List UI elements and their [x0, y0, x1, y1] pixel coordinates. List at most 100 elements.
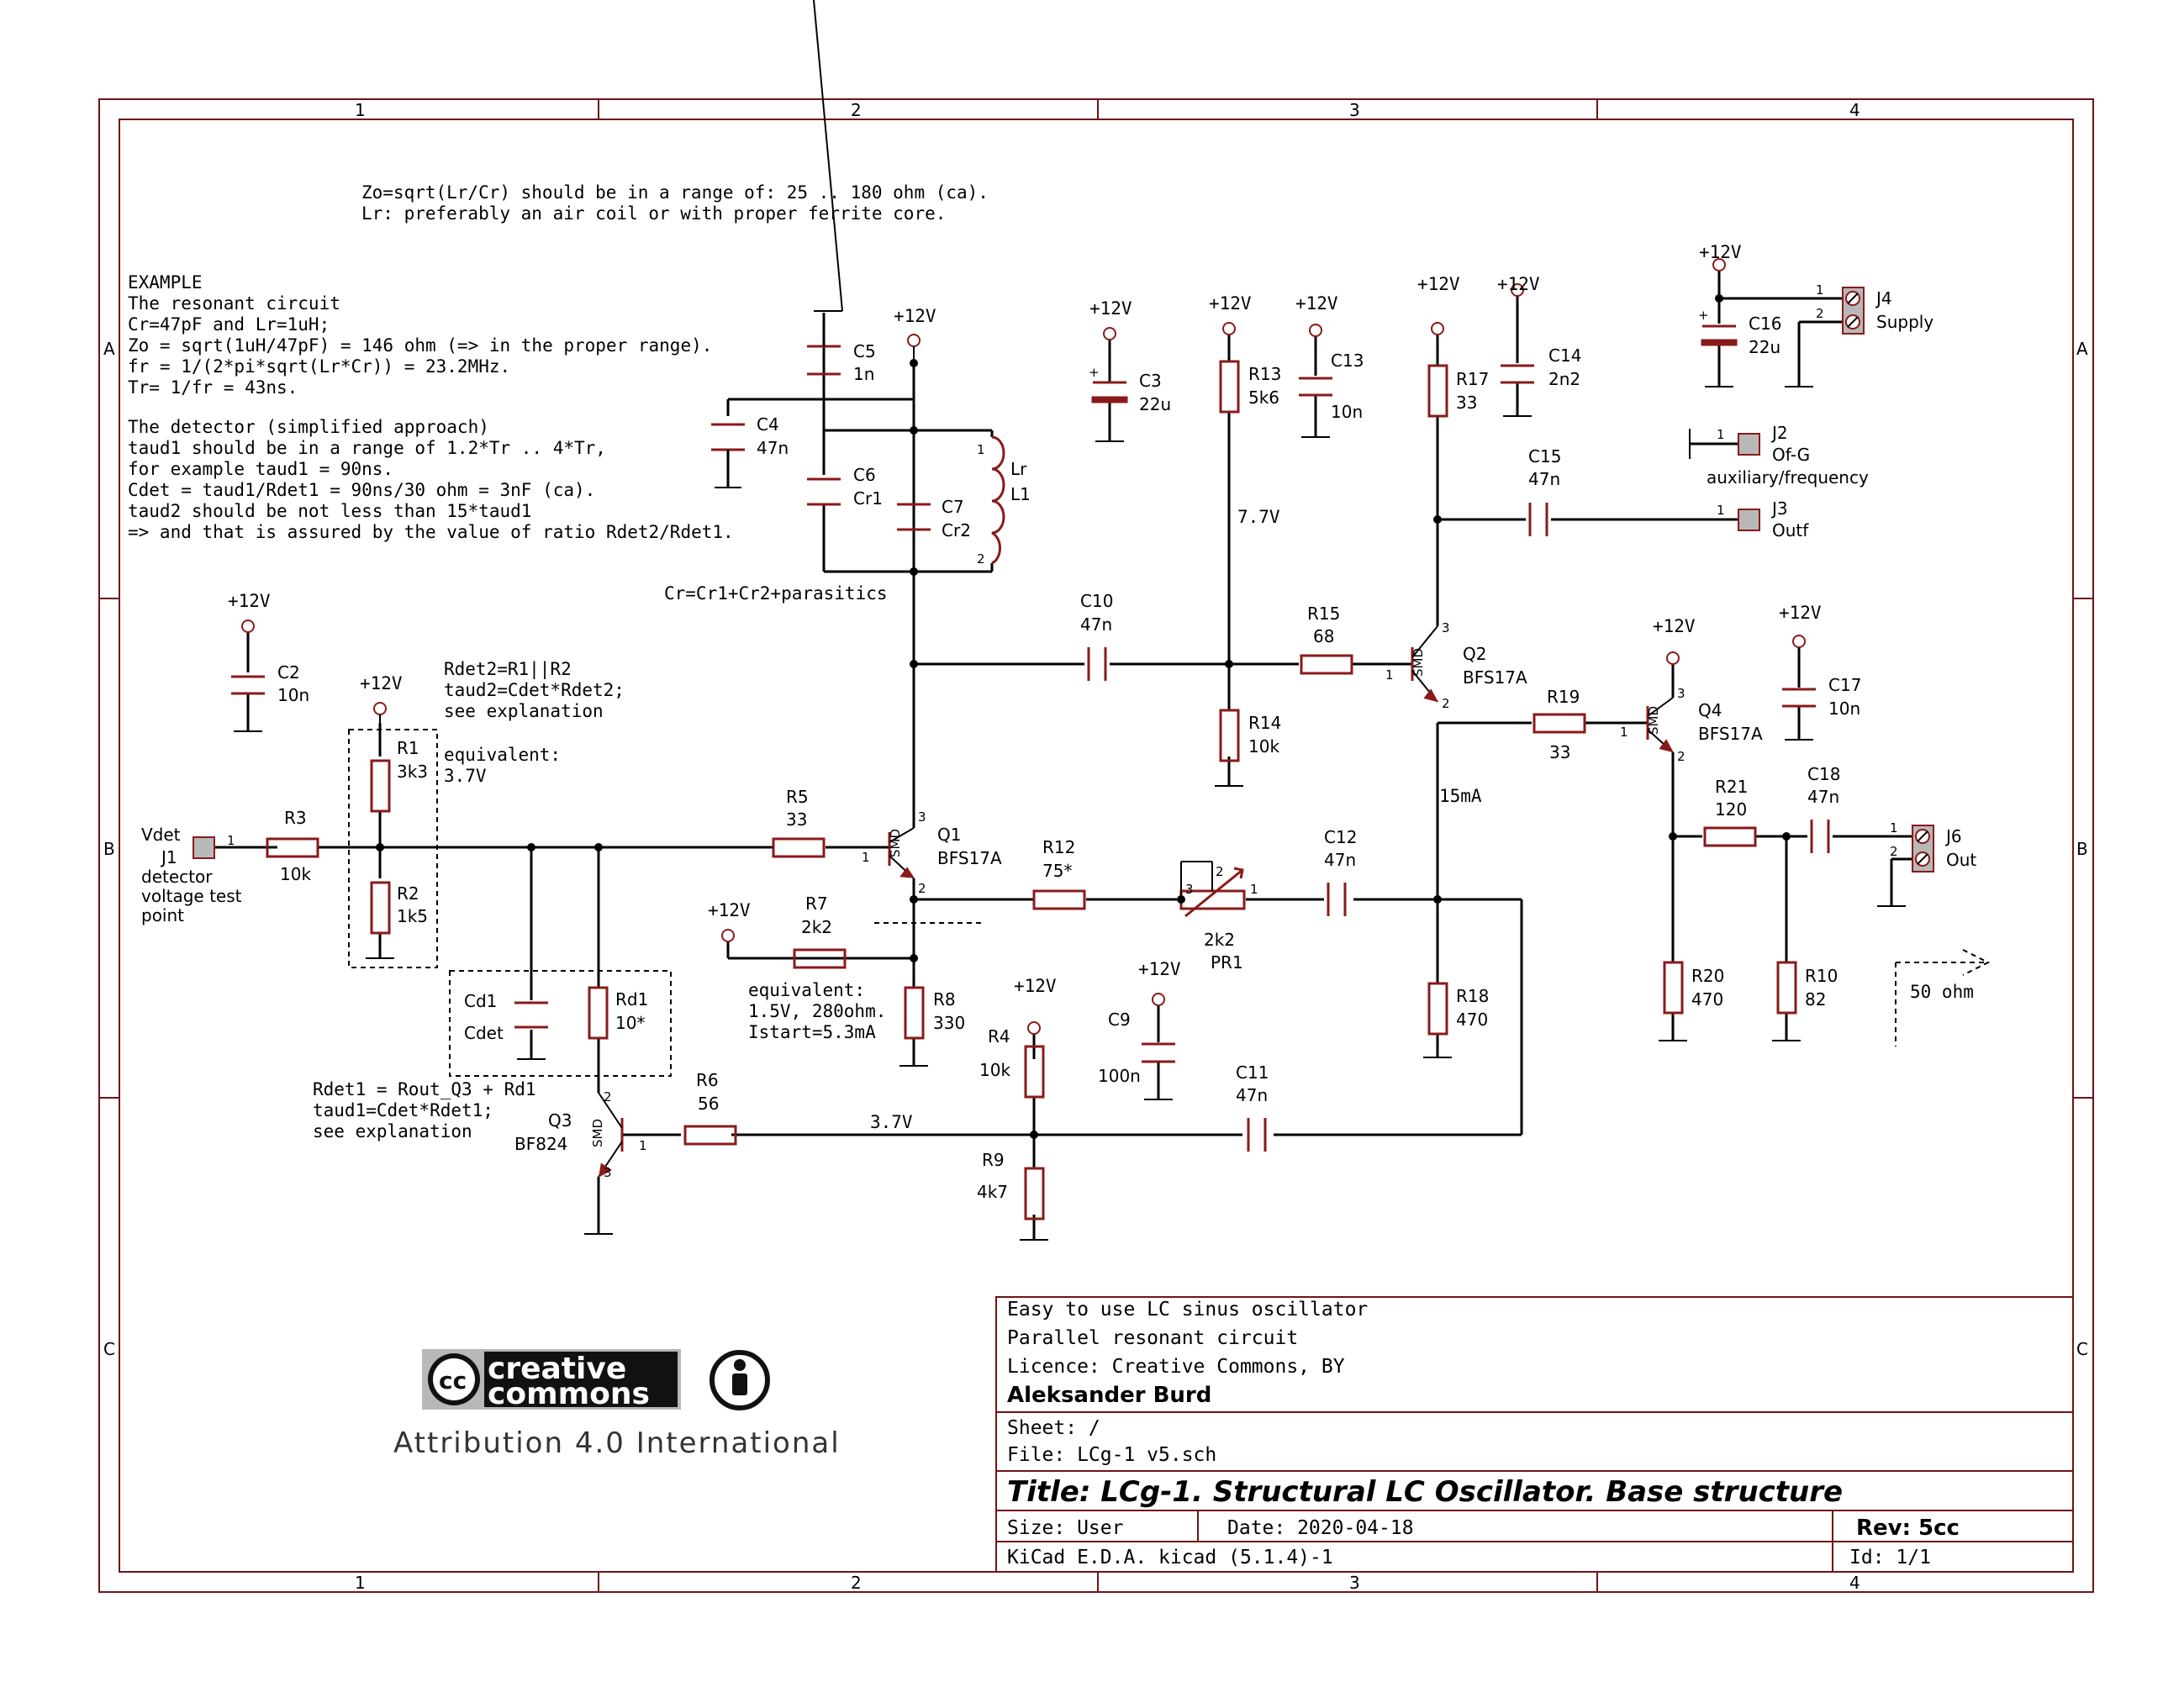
c4-value: 47n — [757, 438, 789, 458]
connector-j6: 1 2 J6 Out — [1890, 820, 1976, 872]
note-example-line: Tr= 1/fr = 43ns. — [128, 377, 298, 398]
c11-value: 47n — [1236, 1085, 1268, 1105]
j3-value: Outf — [1772, 520, 1809, 540]
c18-ref: C18 — [1807, 764, 1840, 784]
q3-smd: SMD — [590, 1119, 605, 1147]
j4-pin2: 2 — [1816, 306, 1824, 321]
r2-value: 1k5 — [397, 906, 428, 926]
power-flag-12v: +12V — [894, 306, 936, 363]
j1-desc-line1: detector — [141, 867, 213, 887]
note-equiv2-line2: 1.5V, 280ohm. — [748, 1001, 886, 1021]
c3-polarity: + — [1089, 365, 1100, 380]
license-caption: Attribution 4.0 International — [393, 1426, 841, 1460]
r13-ref: R13 — [1248, 364, 1281, 384]
note-equiv1-line1: equivalent: — [444, 745, 561, 765]
j3-ref: J3 — [1770, 498, 1788, 519]
q1-pin3: 3 — [918, 809, 926, 825]
frame-row-c-left: C — [103, 1339, 115, 1359]
power-flag-12v: +12V — [228, 591, 271, 633]
q2-pin3: 3 — [1442, 620, 1450, 635]
q4-smd: SMD — [1646, 706, 1661, 735]
j2-desc: auxiliary/frequency — [1707, 467, 1869, 488]
c12-value: 47n — [1324, 850, 1356, 870]
c7-ref: C7 — [942, 497, 964, 517]
frame-col-4-top: 4 — [1849, 100, 1860, 120]
frame-col-4-bottom: 4 — [1849, 1573, 1860, 1593]
r4-ref: R4 — [988, 1026, 1010, 1046]
r7-ref: R7 — [805, 894, 828, 914]
net-label-15ma: 15mA — [1439, 786, 1482, 806]
q4-pin2: 2 — [1677, 749, 1685, 764]
note-example-line: fr = 1/(2*pi*sqrt(Lr*Cr)) = 23.2MHz. — [128, 356, 510, 377]
note-example-line: => and that is assured by the value of r… — [128, 522, 734, 542]
frame-row-a-right: A — [2076, 339, 2088, 359]
q4-value: BFS17A — [1698, 724, 1763, 744]
potentiometer-pr1: 3 1 2 2k2 PR1 — [1177, 861, 1258, 973]
j1-desc-line3: point — [141, 905, 184, 925]
c2-ref: C2 — [277, 662, 300, 683]
power-label: +12V — [1138, 959, 1181, 979]
l1-pin2: 2 — [977, 551, 985, 567]
r6-ref: R6 — [696, 1070, 719, 1090]
title-comment-2: Parallel resonant circuit — [1007, 1327, 1298, 1349]
j6-pin2: 2 — [1890, 844, 1898, 859]
l1-ref: L1 — [1010, 484, 1031, 504]
c13-value: 10n — [1331, 402, 1363, 422]
power-flag-12v: +12V — [1417, 274, 1460, 335]
j6-pin1: 1 — [1890, 820, 1898, 836]
r17-ref: R17 — [1456, 369, 1489, 389]
r19-value: 33 — [1549, 742, 1570, 762]
r12-value: 75* — [1042, 861, 1072, 881]
notes: Zo=sqrt(Lr/Cr) should be in a range of: … — [128, 182, 1991, 1141]
r21-ref: R21 — [1715, 777, 1748, 797]
title-company: Aleksander Burd — [1007, 1383, 1211, 1408]
note-rdet2-line2: taud2=Cdet*Rdet2; — [444, 680, 625, 700]
j1-value: Vdet — [141, 825, 181, 845]
power-label: +12V — [1295, 293, 1338, 314]
cc-circle-text: cc — [439, 1367, 467, 1394]
title-id: Id: 1/1 — [1849, 1547, 1931, 1568]
cc-wordmark-box — [484, 1352, 678, 1407]
cd1-value: Cdet — [464, 1023, 504, 1043]
rd1-ref: Rd1 — [615, 989, 648, 1010]
pr1-pin3: 3 — [1185, 882, 1194, 897]
power-flag-12v: +12V — [1295, 293, 1338, 337]
r9-ref: R9 — [982, 1150, 1005, 1170]
frame-col-1-bottom: 1 — [355, 1573, 366, 1593]
j4-value: Supply — [1876, 312, 1933, 332]
r18-ref: R18 — [1456, 986, 1489, 1006]
q3-pin3: 3 — [604, 1165, 612, 1180]
r8-value: 330 — [933, 1013, 965, 1033]
note-zo-line2: Lr: preferably an air coil or with prope… — [361, 203, 946, 224]
c11-ref: C11 — [1236, 1062, 1269, 1083]
junction-dots — [376, 294, 1791, 1139]
j2-ref: J2 — [1770, 423, 1788, 443]
rd1-value: 10* — [615, 1013, 645, 1033]
power-label: +12V — [1417, 274, 1460, 294]
r6-value: 56 — [698, 1094, 719, 1114]
q2-value: BFS17A — [1463, 667, 1527, 688]
pr1-pin1: 1 — [1250, 882, 1258, 897]
c15-ref: C15 — [1528, 446, 1561, 467]
power-flag-12v: +12V — [1209, 293, 1252, 335]
transistor-q4: 3 2 1 SMD Q4 BFS17A — [1620, 686, 1763, 764]
r10-value: 82 — [1805, 989, 1826, 1010]
r19-ref: R19 — [1547, 687, 1580, 707]
frame-row-c-right: C — [2076, 1339, 2088, 1359]
pr1-value: 2k2 — [1204, 930, 1235, 950]
c16-polarity: + — [1698, 308, 1709, 323]
title-date: Date: 2020-04-18 — [1227, 1517, 1414, 1539]
q4-ref: Q4 — [1698, 700, 1722, 720]
note-example-line: The resonant circuit — [128, 293, 340, 314]
note-50-ohm: 50 ohm — [1910, 982, 1974, 1002]
